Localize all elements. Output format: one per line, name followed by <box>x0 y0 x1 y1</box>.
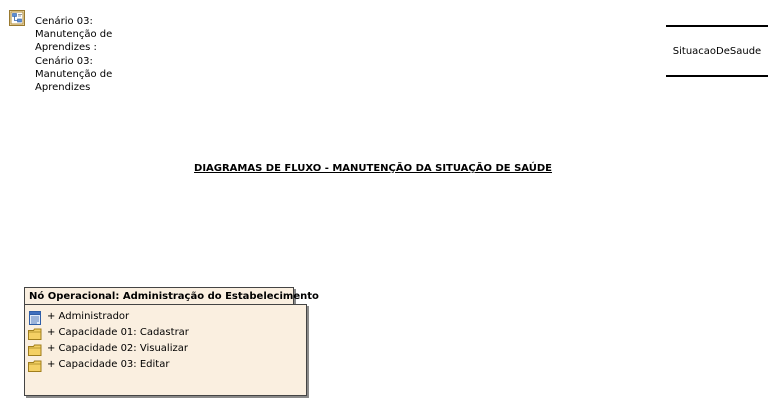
diagram-reference-line: Manutenção de <box>35 68 113 80</box>
datastore-label: SituacaoDeSaude <box>672 46 762 57</box>
node-item-label: + Capacidade 02: Visualizar <box>47 343 188 354</box>
diagram-reference-text: Cenário 03: Manutenção de Aprendizes : C… <box>35 15 145 94</box>
node-item-label: + Capacidade 03: Editar <box>47 359 170 370</box>
folder-icon <box>28 359 42 373</box>
node-item-label: + Capacidade 01: Cadastrar <box>47 327 189 338</box>
node-item-label: + Administrador <box>47 311 130 322</box>
diagram-reference-line: Aprendizes <box>35 82 91 94</box>
class-icon <box>28 311 42 325</box>
diagram-reference-line: Cenário 03: <box>35 16 93 27</box>
folder-icon <box>28 327 42 341</box>
operational-node[interactable]: Nó Operacional: Administração do Estabel… <box>24 287 319 399</box>
operational-node-label: Nó Operacional: Administração do Estabel… <box>29 291 319 302</box>
diagram-reference-line: Cenário 03: <box>35 55 93 67</box>
diagram-title: DIAGRAMAS DE FLUXO - MANUTENÇÃO DA SITUA… <box>194 163 552 174</box>
datastore-situacao-de-saude[interactable]: SituacaoDeSaude <box>666 25 768 77</box>
diagram-reference-line: Manutenção de <box>35 29 113 41</box>
diagram-reference-line: Aprendizes : <box>35 42 97 54</box>
operational-node-body: + Administrador + Capacidade 01: Cadastr… <box>24 304 307 396</box>
operational-node-tab: Nó Operacional: Administração do Estabel… <box>24 287 319 305</box>
folder-icon <box>28 343 42 357</box>
diagram-link-icon <box>9 10 25 26</box>
